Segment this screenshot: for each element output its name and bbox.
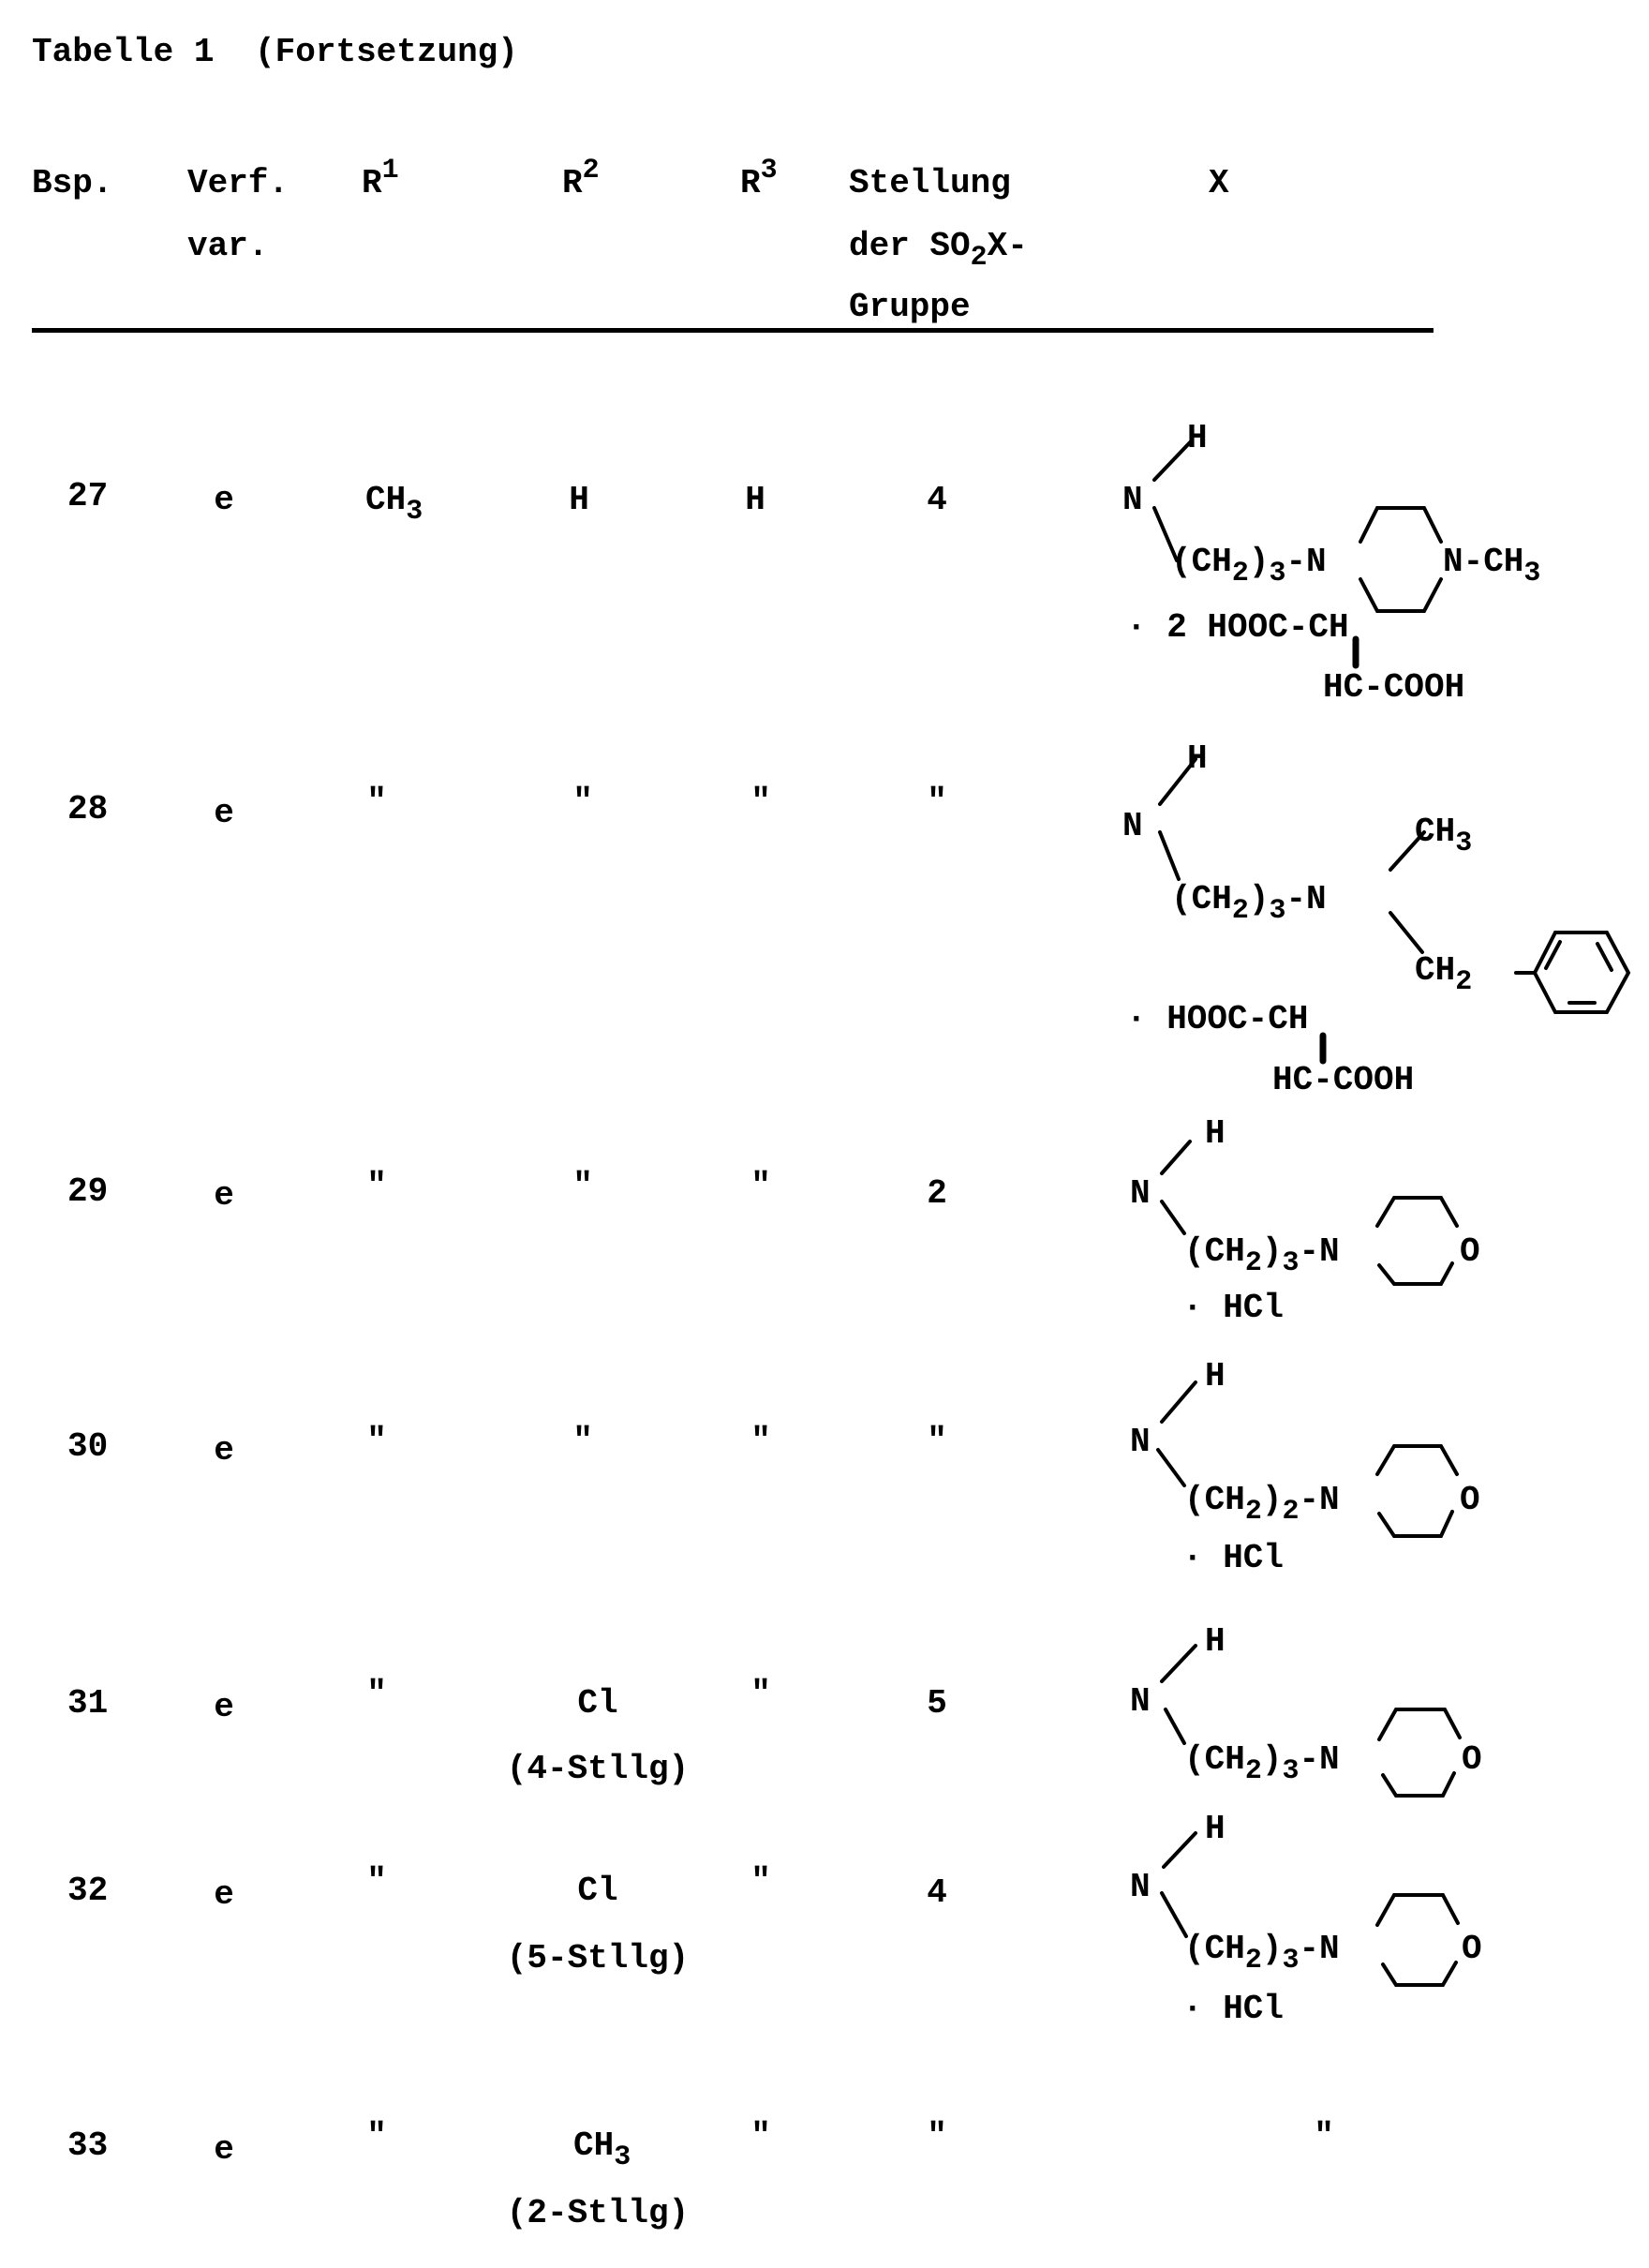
chain: (CH2)3-N <box>1171 543 1327 589</box>
table-title: Tabelle 1 (Fortsetzung) <box>32 36 518 69</box>
chain: (CH2)3-N <box>1184 1740 1340 1787</box>
cell-r2-note: (5-Stllg) <box>506 1939 690 1977</box>
chain: (CH2)3-N <box>1184 1232 1340 1279</box>
structure-morpholinoethyl-hcl: H N (CH2)2-N O · HCl <box>1077 1354 1546 1598</box>
structure-piperazine-maleate: H N (CH2)3-N N-CH3 · 2 HOOC-CH HC-COOH <box>1077 403 1649 712</box>
cell-verf: e <box>214 1688 234 1726</box>
cell-stellung: 4 <box>927 1873 947 1912</box>
cell-r3: " <box>750 1862 771 1901</box>
header-x: X <box>1209 164 1229 202</box>
structure-morpholinopropyl-hcl: H N (CH2)3-N O · HCl <box>1077 1799 1546 2043</box>
cell-r2: Cl <box>577 1872 618 1910</box>
cell-r2: Cl <box>577 1684 618 1723</box>
header-var: var. <box>187 227 269 265</box>
bond-lines <box>1152 439 1443 669</box>
cell-bsp: 31 <box>67 1684 109 1723</box>
table-title-label: Tabelle 1 <box>32 33 215 71</box>
cell-x-ditto: " <box>1314 2117 1334 2156</box>
header-bsp: Bsp. <box>32 164 113 202</box>
header-verf: Verf. <box>187 164 290 202</box>
chain: (CH2)3-N <box>1184 1930 1340 1977</box>
cell-r2-note: (2-Stllg) <box>506 2194 690 2232</box>
cell-r2: " <box>572 1422 593 1460</box>
header-stellung-line3: Gruppe <box>849 288 971 326</box>
cell-r2: CH3 <box>573 2126 631 2173</box>
cell-r3: " <box>750 1675 771 1713</box>
cell-stellung: 4 <box>927 481 947 519</box>
structure-morpholinopropyl: H N (CH2)3-N O <box>1077 1612 1546 1809</box>
header-r2: R2 <box>562 155 600 202</box>
cell-r1: " <box>366 1167 387 1205</box>
cell-bsp: 32 <box>67 1872 109 1910</box>
cell-r1: " <box>366 1675 387 1713</box>
cell-r2: " <box>572 1167 593 1205</box>
cell-verf: e <box>214 1875 234 1914</box>
bond-lines <box>1160 1644 1462 1798</box>
cell-r1: " <box>366 1862 387 1901</box>
cell-stellung: " <box>927 2117 947 2156</box>
cell-r2-note: (4-Stllg) <box>506 1750 690 1788</box>
cell-r3: " <box>750 1167 771 1205</box>
cell-r1: " <box>366 1422 387 1460</box>
header-r3: R3 <box>740 155 778 202</box>
cell-stellung: " <box>927 1422 947 1460</box>
bond-lines <box>1160 1831 1460 1987</box>
cell-bsp: 33 <box>67 2126 109 2165</box>
cell-verf: e <box>214 2130 234 2169</box>
bond-lines <box>1158 757 1631 1065</box>
header-stellung-line2: der SO2X- <box>849 227 1028 274</box>
header-stellung: Stellung <box>849 164 1011 202</box>
header-r1: R1 <box>362 155 399 202</box>
cell-stellung: 5 <box>927 1684 947 1723</box>
cell-r1: " <box>366 2117 387 2156</box>
cell-bsp: 27 <box>67 477 109 515</box>
bond-lines <box>1160 1140 1459 1286</box>
header-rule <box>32 328 1434 333</box>
cell-r3: " <box>750 783 771 821</box>
structure-benzylmethylamine-maleate: H N (CH2)3-N CH3 CH2 · HOOC-CH HC-COOH <box>1077 722 1649 1097</box>
structure-morpholinopropyl-hcl: H N (CH2)3-N O · HCl <box>1077 1106 1546 1350</box>
cell-r3: " <box>750 1422 771 1460</box>
cell-r2: " <box>572 783 593 821</box>
cell-verf: e <box>214 1431 234 1470</box>
bond-lines <box>1156 1380 1459 1538</box>
chain: (CH2)3-N <box>1171 880 1327 927</box>
cell-r2: H <box>569 481 589 519</box>
chain: (CH2)2-N <box>1184 1481 1340 1528</box>
cell-r1: CH3 <box>365 481 423 528</box>
cell-r3: H <box>745 481 765 519</box>
cell-verf: e <box>214 481 234 519</box>
cell-bsp: 28 <box>67 790 109 828</box>
cell-bsp: 29 <box>67 1172 109 1211</box>
cell-bsp: 30 <box>67 1427 109 1466</box>
cell-verf: e <box>214 1176 234 1215</box>
cell-stellung: 2 <box>927 1174 947 1213</box>
cell-r1: " <box>366 783 387 821</box>
cell-r3: " <box>750 2117 771 2156</box>
table-title-suffix: (Fortsetzung) <box>255 33 518 71</box>
cell-verf: e <box>214 794 234 832</box>
cell-stellung: " <box>927 783 947 821</box>
